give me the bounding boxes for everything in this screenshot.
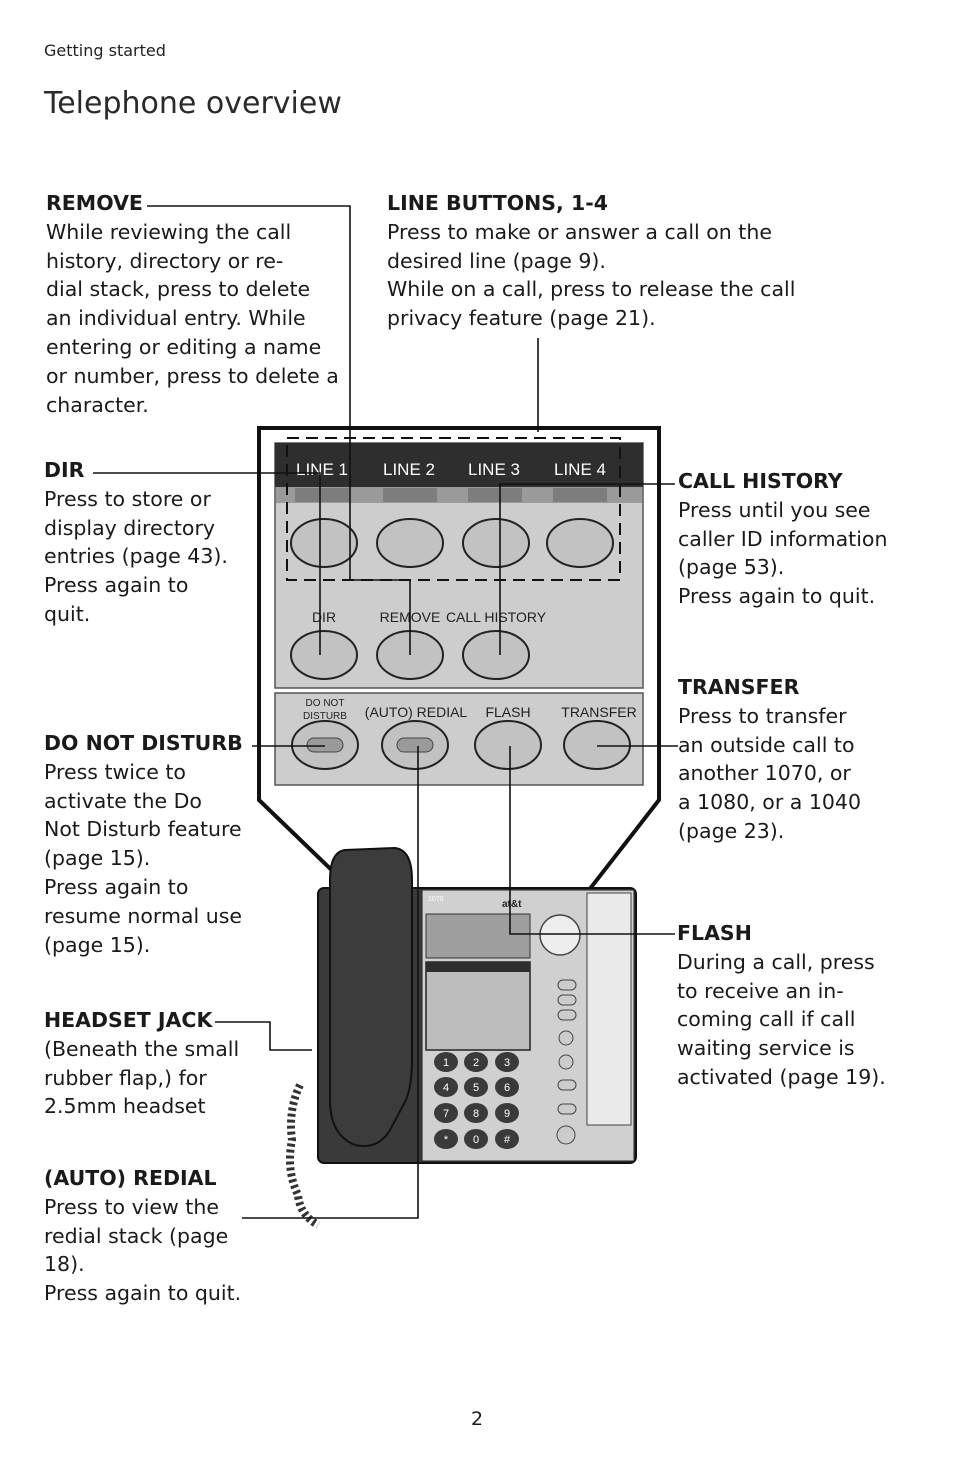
page-number: 2 bbox=[0, 1408, 954, 1430]
line-4-label: LINE 4 bbox=[554, 460, 606, 479]
line-1-led bbox=[295, 488, 349, 502]
keypad-key-label: # bbox=[504, 1134, 511, 1146]
line-2-button[interactable] bbox=[377, 519, 443, 567]
conference-button[interactable] bbox=[558, 995, 576, 1005]
volume-down-button[interactable] bbox=[559, 1055, 573, 1069]
keypad-key-label: 5 bbox=[473, 1082, 479, 1094]
volume-up-button[interactable] bbox=[559, 1031, 573, 1045]
line-4-button[interactable] bbox=[547, 519, 613, 567]
brand-logo: at&t bbox=[502, 899, 522, 910]
phone-line-bar bbox=[426, 962, 530, 972]
mute-button[interactable] bbox=[558, 1104, 576, 1114]
phone-display bbox=[426, 914, 530, 958]
line-1-button[interactable] bbox=[291, 519, 357, 567]
keypad-key-label: 4 bbox=[443, 1082, 449, 1094]
keypad-key-label: 3 bbox=[504, 1057, 510, 1069]
line-4-led bbox=[553, 488, 607, 502]
transfer-button[interactable] bbox=[564, 721, 630, 769]
keypad-key-label: 1 bbox=[443, 1057, 449, 1069]
dir-label: DIR bbox=[312, 609, 336, 625]
headset-button[interactable] bbox=[558, 1080, 576, 1090]
dnd-indicator bbox=[307, 738, 343, 752]
line-3-button[interactable] bbox=[463, 519, 529, 567]
flash-button[interactable] bbox=[475, 721, 541, 769]
dnd-label-line1: DO NOT bbox=[306, 698, 345, 709]
nav-wheel[interactable] bbox=[540, 915, 580, 955]
keypad-key-label: 6 bbox=[504, 1082, 510, 1094]
leader-headset-jack bbox=[215, 1022, 312, 1050]
keypad-key-label: * bbox=[444, 1134, 449, 1146]
line-2-led bbox=[383, 488, 437, 502]
keypad-key-label: 7 bbox=[443, 1108, 449, 1120]
redial-indicator bbox=[397, 738, 433, 752]
phone-model: 1070 bbox=[428, 896, 444, 903]
flash-label: FLASH bbox=[485, 704, 530, 720]
keypad-key-label: 9 bbox=[504, 1108, 510, 1120]
hold-button[interactable] bbox=[558, 980, 576, 990]
call-history-label: CALL HISTORY bbox=[446, 609, 547, 625]
line-2-label: LINE 2 bbox=[383, 460, 435, 479]
call-history-button[interactable] bbox=[463, 631, 529, 679]
speed-dial-card bbox=[587, 893, 631, 1125]
keypad-key-label: 0 bbox=[473, 1134, 479, 1146]
handset[interactable] bbox=[330, 848, 412, 1146]
dir-button[interactable] bbox=[291, 631, 357, 679]
keypad-key-label: 2 bbox=[473, 1057, 479, 1069]
transfer-label: TRANSFER bbox=[561, 704, 636, 720]
speaker-button[interactable] bbox=[557, 1126, 575, 1144]
line-3-label: LINE 3 bbox=[468, 460, 520, 479]
auto-redial-label: (AUTO) REDIAL bbox=[365, 704, 468, 720]
line-3-led bbox=[468, 488, 522, 502]
phone-button-area bbox=[426, 962, 530, 1050]
line-1-label: LINE 1 bbox=[296, 460, 348, 479]
handset-cord bbox=[290, 1085, 318, 1225]
intercom-button[interactable] bbox=[558, 1010, 576, 1020]
keypad-key-label: 8 bbox=[473, 1108, 479, 1120]
